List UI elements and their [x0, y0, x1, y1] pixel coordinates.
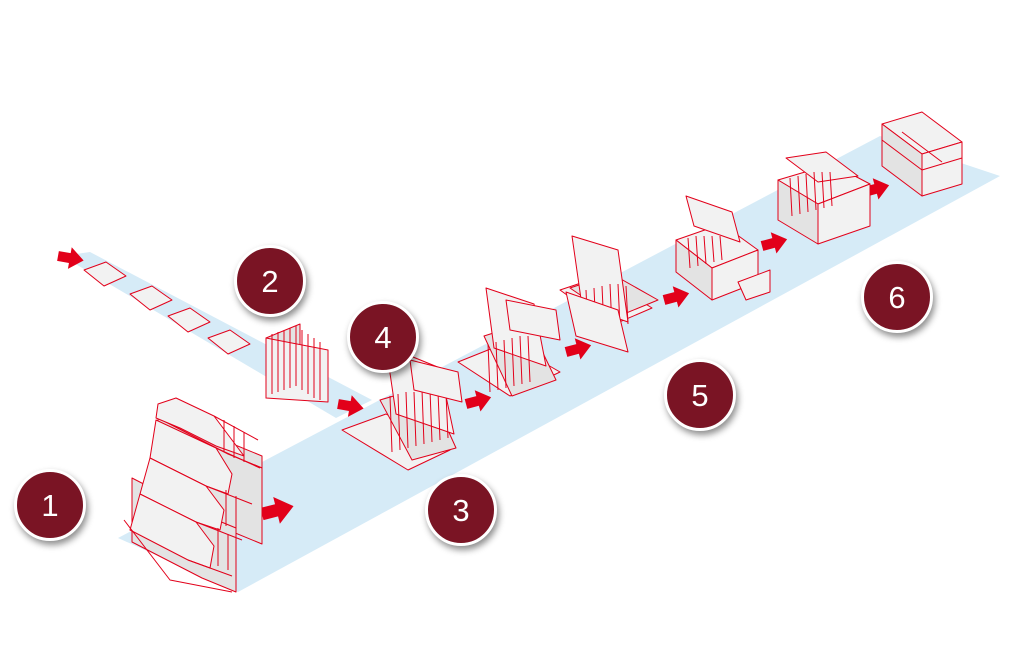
step-number-5: 5 [691, 377, 709, 413]
product-loading-icon [341, 345, 463, 471]
grouped-products-icon [265, 323, 329, 403]
step-badge-2: 2 [234, 245, 306, 317]
carton-stage-b [559, 235, 659, 353]
carton-stage-d [777, 151, 871, 245]
step-badge-6: 6 [861, 261, 933, 333]
step-number-3: 3 [452, 492, 470, 528]
step-number-6: 6 [888, 279, 906, 315]
step-number-1: 1 [41, 487, 59, 523]
carton-stage-a [457, 287, 561, 397]
step-badge-5: 5 [664, 359, 736, 431]
closed-carton-icon [881, 111, 963, 197]
main-conveyor-belt [118, 136, 1000, 592]
flap-folding-icon [457, 151, 871, 397]
product-pouches-icon [83, 261, 251, 355]
step-number-2: 2 [261, 263, 279, 299]
infeed-arrow-icon [56, 245, 86, 272]
step-badge-1: 1 [14, 469, 86, 541]
step-number-4: 4 [374, 319, 392, 355]
flat-blank-stack-icon [123, 397, 263, 593]
carton-stage-c [675, 195, 771, 301]
step-badge-3: 3 [425, 474, 497, 546]
step-badge-4: 4 [347, 301, 419, 373]
